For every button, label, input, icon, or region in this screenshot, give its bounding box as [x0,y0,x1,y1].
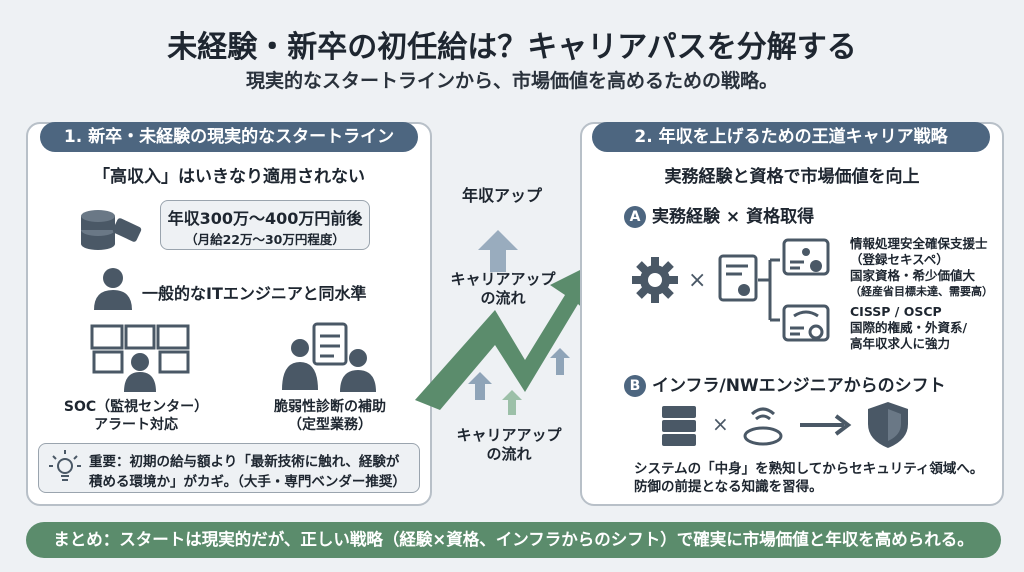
page-subtitle: 現実的なスタートラインから、市場価値を高めるための戦略。 [245,70,778,92]
router-wifi-icon [743,407,783,446]
tip-line2: 積める環境か」がカギ。（大手・専門ベンダー推奨） [89,474,406,490]
left-panel-heading: 1. 新卒・未経験の現実的なスタートライン [40,122,418,152]
tip-box: 重要：初期の給与額より「最新技術に触れ、経験が 積める環境か」がカギ。（大手・専… [38,443,420,493]
strategy-b-text: システムの「中身」を熟知してからセキュリティ領域へ。防御の前提となる知識を習得。 [634,460,983,496]
strategy-b-title: B インフラ/NWエンジニアからのシフト [624,371,946,397]
person-icon [94,268,132,310]
vulnerability-assessment-icon [282,322,376,392]
career-flow-2-line2: の流れ [486,445,532,463]
vuln-label-line1: 脆弱性診断の補助 [274,399,386,415]
coins-icon [81,210,142,250]
national-cert-icon [782,238,830,276]
cert1-text: 情報処理安全確保支援士（登録セキスペ）国家資格・希少価値大 （経産省目標未達、需要… [850,236,993,300]
salary-up-label: 年収アップ [462,186,543,205]
cert1-line: 情報処理安全確保支援士 [850,236,988,251]
right-panel [580,122,1004,506]
vuln-label-line2: （定型業務） [288,417,372,433]
cert2-line: 国際的権威・外資系/ [850,320,968,335]
left-lead: 「高収入」はいきなり適用されない [93,167,365,187]
monitoring-center-icon [90,324,190,392]
cert2-line: 高年収求人に強力 [850,336,951,351]
cert1-line: （登録セキスペ） [850,252,949,267]
soc-label-line1: SOC（監視センター） [63,399,209,415]
strategy-b-text-line1: システムの「中身」を熟知してからセキュリティ領域へ。 [634,461,984,477]
strategy-a-title: A 実務経験 × 資格取得 [624,202,814,228]
monthly-salary: （月給22万〜30万円程度） [185,232,345,247]
salary-bubble: 年収300万〜400万円前後 （月給22万〜30万円程度） [160,200,370,250]
shield-icon [868,402,908,448]
soc-label: SOC（監視センター） アラート対応 [56,398,216,434]
arrow-right-icon [800,414,852,436]
tip-line1: 重要：初期の給与額より「最新技術に触れ、経験が [89,454,400,470]
career-flow-1-line1: キャリアアップ [450,270,556,288]
salary-range: 年収300万〜400万円前後 [167,209,363,228]
cert2-line: CISSP / OSCP [850,304,942,319]
badge-b: B [624,375,646,397]
vuln-label: 脆弱性診断の補助 （定型業務） [250,398,410,434]
right-panel-heading: 2. 年収を上げるための王道キャリア戦略 [592,122,990,152]
summary-bar: まとめ：スタートは現実的だが、正しい戦略（経験×資格、インフラからのシフト）で確… [26,522,1001,558]
right-lead: 実務経験と資格で市場価値を向上 [664,167,920,187]
gear-icon [632,257,678,303]
soc-label-line2: アラート対応 [94,417,178,433]
up-arrow-icons [468,230,570,415]
career-flow-label-2: キャリアアップの流れ [448,426,570,464]
international-cert-icon [782,304,830,342]
career-flow-label-1: キャリアアップの流れ [448,270,558,308]
badge-a: A [624,206,646,228]
cert1-line: （経産省目標未達、需要高） [850,285,993,298]
strategy-b-label: インフラ/NWエンジニアからのシフト [652,376,946,396]
times-symbol-b: × [712,412,729,436]
lightbulb-icon [49,450,81,481]
left-panel [26,122,432,506]
growth-arrow [415,260,600,410]
career-flow-1-line2: の流れ [480,289,526,307]
career-growth-arrows [415,230,600,415]
strategy-a-label: 実務経験 × 資格取得 [652,207,815,227]
strategy-b-text-line2: 防御の前提となる知識を習得。 [634,479,823,495]
server-icon [662,406,696,446]
cert1-line: 国家資格・希少価値大 [850,268,976,283]
equal-level-text: 一般的なITエンジニアと同水準 [142,284,367,303]
times-symbol-a: × [688,268,707,293]
page-title: 未経験・新卒の初任給は？キャリアパスを分解する [167,30,857,65]
certificate-icon [718,254,780,322]
career-flow-2-line1: キャリアアップ [456,426,562,444]
